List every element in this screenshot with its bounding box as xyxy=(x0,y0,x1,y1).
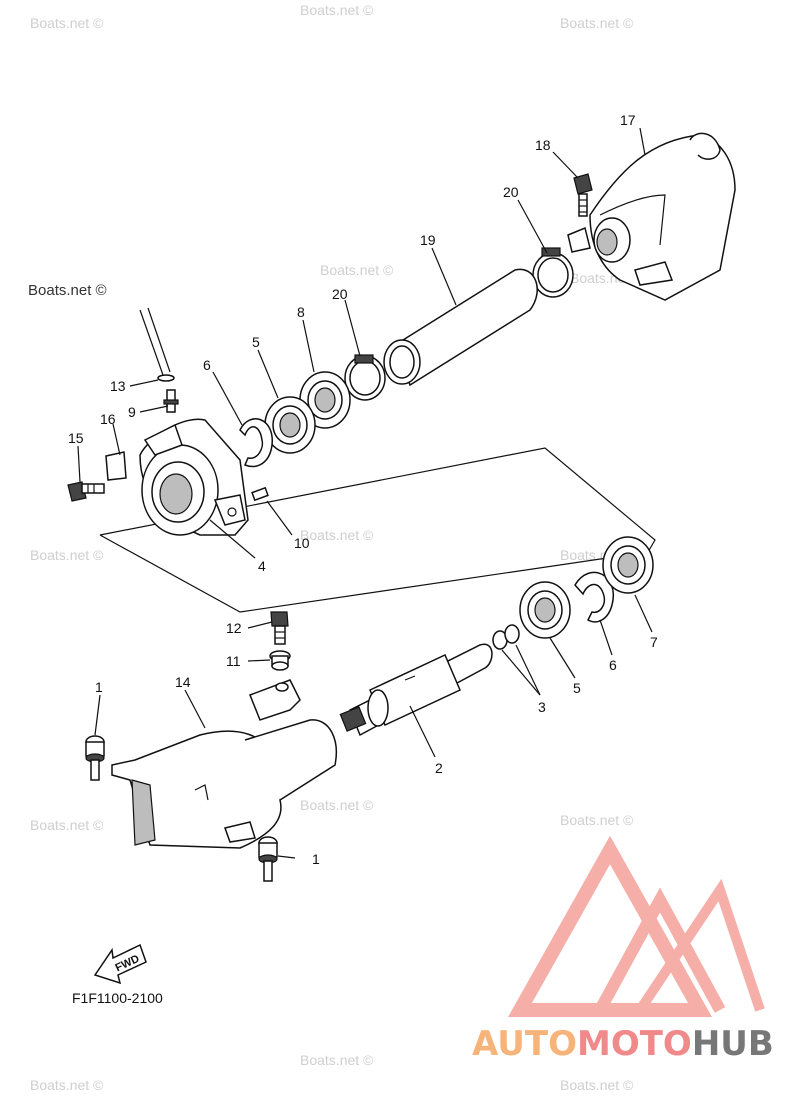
callout-1-left: 1 xyxy=(95,679,103,695)
watermark: Boats.net © xyxy=(30,547,104,563)
circlip-6-upper xyxy=(239,418,273,468)
pump-housing-4 xyxy=(139,418,249,536)
bolt-18 xyxy=(573,173,593,217)
callout-17: 17 xyxy=(620,112,636,128)
callout-4: 4 xyxy=(258,558,266,574)
watermark: Boats.net © xyxy=(300,1052,374,1068)
automotohub-logo-icon xyxy=(508,835,765,1017)
brand-part-auto: AUTO xyxy=(472,1024,577,1064)
callout-7: 7 xyxy=(650,634,658,650)
callout-10: 10 xyxy=(294,535,310,551)
watermark: Boats.net © xyxy=(300,527,374,543)
hose-19 xyxy=(383,268,538,387)
intake-duct-14 xyxy=(111,679,337,849)
bolt-15 xyxy=(67,481,105,502)
callout-6-upper: 6 xyxy=(203,357,211,373)
callout-20-lower: 20 xyxy=(332,286,348,302)
callout-5-lower: 5 xyxy=(573,680,581,696)
bolt-1-left xyxy=(85,735,105,781)
bearing-7 xyxy=(602,536,654,594)
callout-9: 9 xyxy=(128,404,136,420)
bolt-1-right xyxy=(258,836,278,882)
fwd-arrow-icon: FWD xyxy=(93,943,147,985)
fitting-9 xyxy=(163,389,179,413)
callout-13: 13 xyxy=(110,378,126,394)
watermark: Boats.net © xyxy=(30,1077,104,1093)
bolt-12 xyxy=(270,611,289,645)
callout-19: 19 xyxy=(420,232,436,248)
watermark: Boats.net © xyxy=(560,812,634,828)
water-hose-13 xyxy=(139,307,175,382)
watermark: Boats.net © xyxy=(320,262,394,278)
diagram-code: F1F1100-2100 xyxy=(72,990,163,1006)
bearing-5-upper xyxy=(264,396,316,454)
leader-lines xyxy=(77,127,653,859)
watermark: Boats.net © xyxy=(30,15,104,31)
bearing-5-lower xyxy=(519,581,571,639)
callout-5-upper: 5 xyxy=(252,334,260,350)
callout-8: 8 xyxy=(297,304,305,320)
brand-wordmark: AUTOMOTOHUB xyxy=(472,1024,774,1064)
pin-10 xyxy=(251,486,269,502)
callout-20-upper: 20 xyxy=(503,184,519,200)
o-rings-3 xyxy=(492,624,520,650)
callout-numbers: 17 18 20 19 20 8 5 6 13 9 16 15 10 4 12 … xyxy=(68,112,658,867)
callout-14: 14 xyxy=(175,674,191,690)
plate-16 xyxy=(105,451,127,481)
watermark: Boats.net © xyxy=(560,1077,634,1093)
watermark: Boats.net © xyxy=(300,2,374,18)
hose-clamp-20-upper xyxy=(532,247,574,298)
watermarks: Boats.net © Boats.net © Boats.net © Boat… xyxy=(28,2,644,1093)
callout-2: 2 xyxy=(435,760,443,776)
brand-part-moto: MOTO xyxy=(577,1024,692,1064)
callout-11: 11 xyxy=(226,653,241,669)
watermark: Boats.net © xyxy=(28,282,107,299)
callout-16: 16 xyxy=(100,411,116,427)
collar-11 xyxy=(269,650,291,671)
callout-15: 15 xyxy=(68,430,84,446)
watermark: Boats.net © xyxy=(300,797,374,813)
callout-12: 12 xyxy=(226,620,242,636)
hose-clamp-20-lower xyxy=(344,354,386,401)
callout-1-right: 1 xyxy=(312,851,320,867)
watermark: Boats.net © xyxy=(30,817,104,833)
callout-3: 3 xyxy=(538,699,546,715)
watermark: Boats.net © xyxy=(560,15,634,31)
pump-housing-17 xyxy=(567,132,736,301)
assembly-outline xyxy=(99,447,656,613)
brand-part-hub: HUB xyxy=(692,1024,774,1064)
drive-shaft-2 xyxy=(339,643,493,737)
callout-18: 18 xyxy=(535,137,551,153)
callout-6-lower: 6 xyxy=(609,657,617,673)
